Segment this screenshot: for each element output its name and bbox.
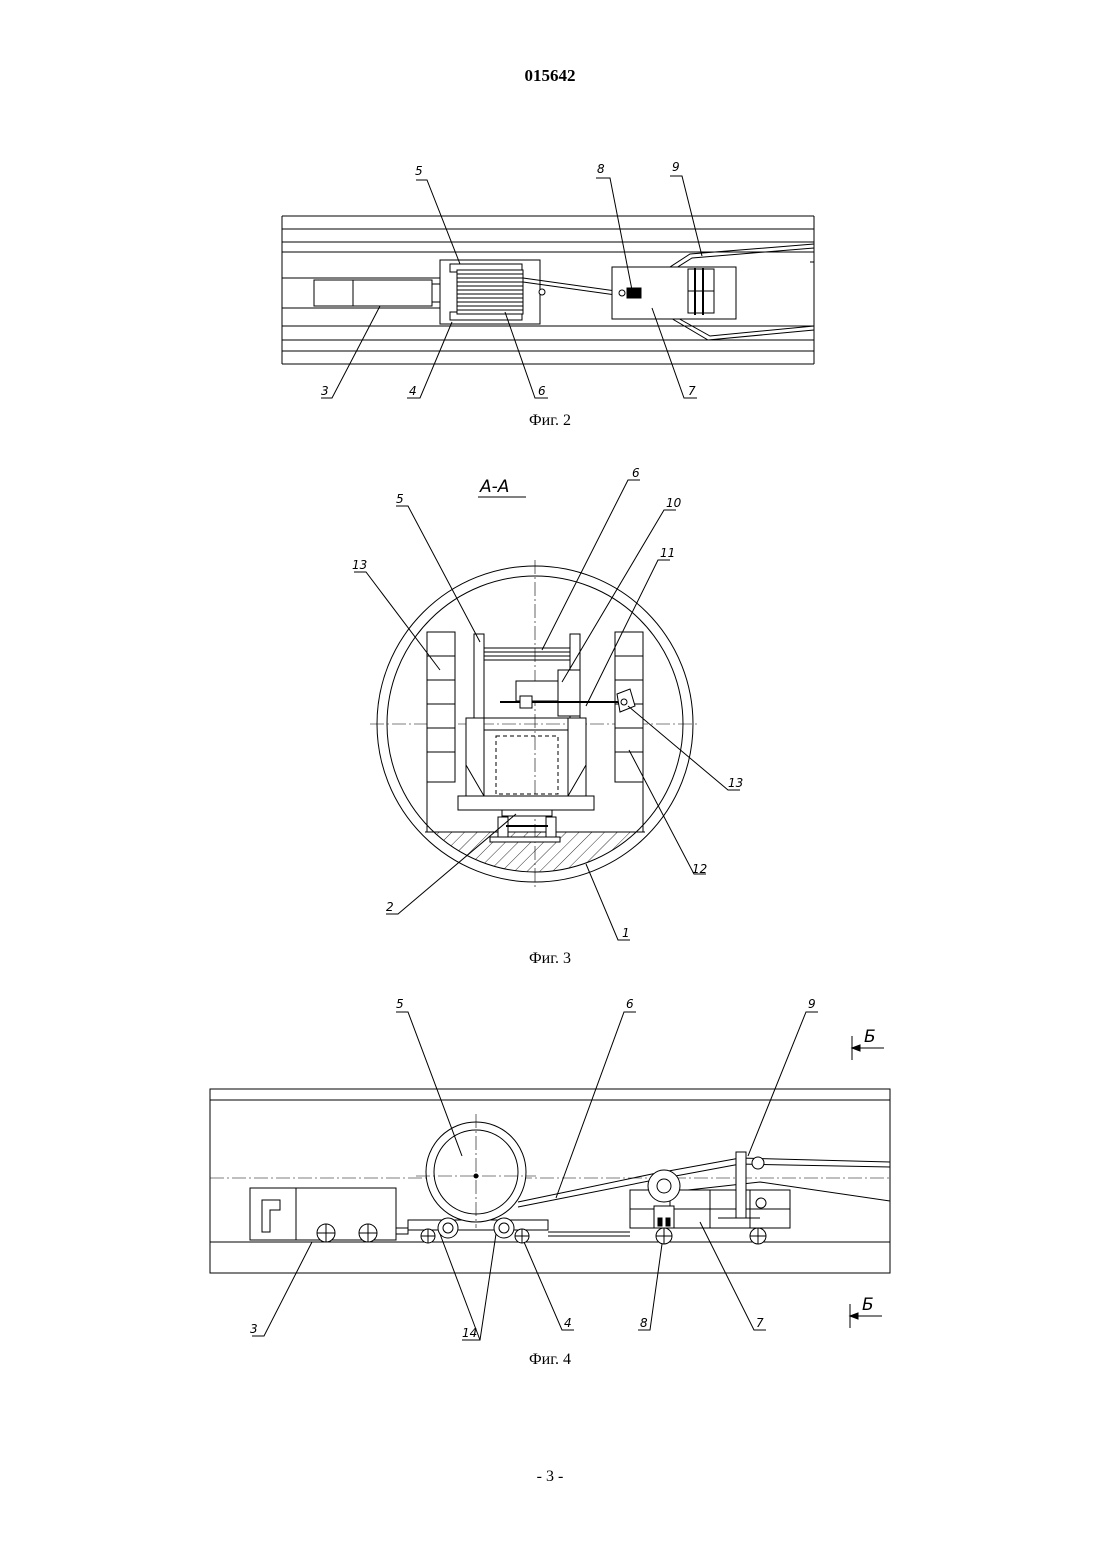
callout-4: 4 — [564, 1316, 572, 1330]
callout-8: 8 — [597, 162, 605, 176]
drum-car — [440, 260, 545, 324]
callout-13-left: 13 — [352, 558, 367, 572]
figure-4-caption: Фиг. 4 — [0, 1351, 1100, 1369]
section-label: А-А — [479, 477, 509, 497]
callout-3: 3 — [250, 1322, 258, 1336]
callout-5: 5 — [396, 492, 404, 506]
figure-3-drawing: А-А — [330, 470, 760, 950]
callout-10: 10 — [666, 496, 682, 510]
callout-11: 11 — [660, 546, 675, 560]
document-number: 015642 — [0, 66, 1100, 86]
callout-9: 9 — [808, 997, 816, 1011]
section-mark-b-top: Б — [864, 1027, 876, 1047]
callout-6: 6 — [632, 466, 640, 480]
bogie-section — [490, 810, 560, 842]
callout-8: 8 — [640, 1316, 648, 1330]
laying-car — [612, 267, 736, 319]
page-number: - 3 - — [0, 1468, 1100, 1486]
locomotive-side — [250, 1188, 408, 1242]
figure-2-drawing: 5 8 9 3 4 6 7 — [270, 150, 830, 410]
callout-14: 14 — [462, 1326, 477, 1340]
figure-4-drawing: Б Б — [200, 996, 900, 1348]
callout-2: 2 — [386, 900, 394, 914]
tunnel-side — [210, 1089, 890, 1273]
figure-3-caption: Фиг. 3 — [0, 950, 1100, 968]
drum-car-side — [408, 1114, 630, 1243]
laying-car-side — [630, 1152, 790, 1244]
callout-7: 7 — [688, 384, 696, 398]
callout-9: 9 — [672, 160, 680, 174]
section-mark-b-bottom: Б — [862, 1295, 874, 1315]
locomotive — [314, 280, 440, 306]
figure-2-caption: Фиг. 2 — [0, 412, 1100, 430]
callout-1: 1 — [622, 926, 630, 940]
callout-5: 5 — [415, 164, 423, 178]
section-mark-top: Б — [852, 1027, 884, 1060]
section-mark-bottom: Б — [850, 1295, 882, 1328]
cable-tray-left — [427, 632, 455, 832]
callout-6: 6 — [538, 384, 546, 398]
cable-tray-right — [615, 632, 643, 832]
callout-7: 7 — [756, 1316, 764, 1330]
callout-12: 13 — [728, 776, 743, 790]
callout-4: 4 — [409, 384, 417, 398]
callout-6: 6 — [626, 997, 634, 1011]
fig4-callouts: 5 6 9 3 14 4 8 7 — [250, 997, 818, 1340]
callout-13-right: 12 — [692, 862, 707, 876]
callout-5: 5 — [396, 997, 404, 1011]
callout-3: 3 — [321, 384, 329, 398]
